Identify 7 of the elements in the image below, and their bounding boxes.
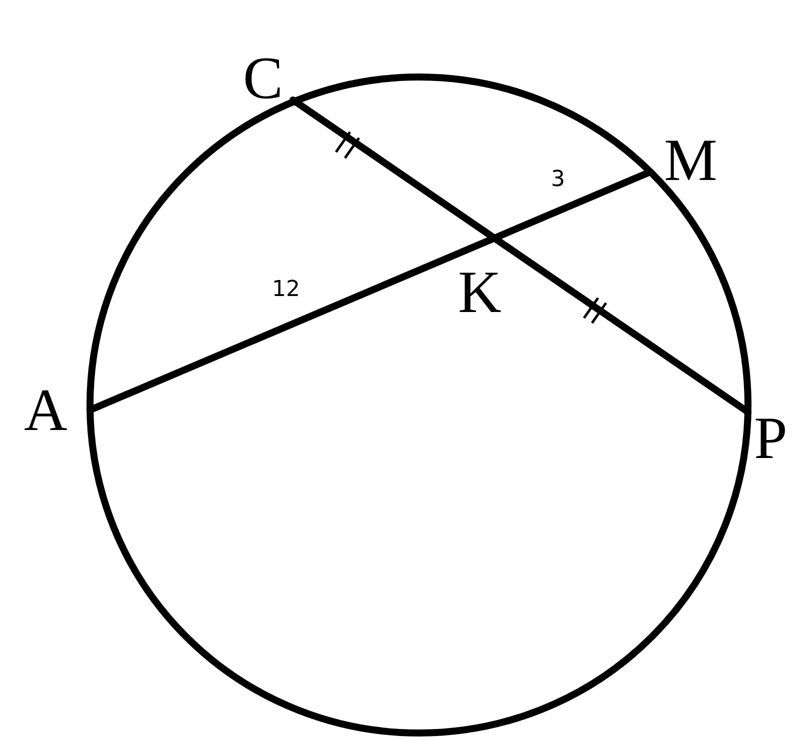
length-label: 3	[551, 169, 565, 191]
point-label: C	[243, 48, 284, 108]
point-label: P	[754, 408, 788, 468]
point-label: A	[24, 380, 68, 440]
length-label: 12	[272, 279, 300, 301]
point-label: K	[458, 262, 502, 322]
point-label: M	[664, 130, 718, 190]
